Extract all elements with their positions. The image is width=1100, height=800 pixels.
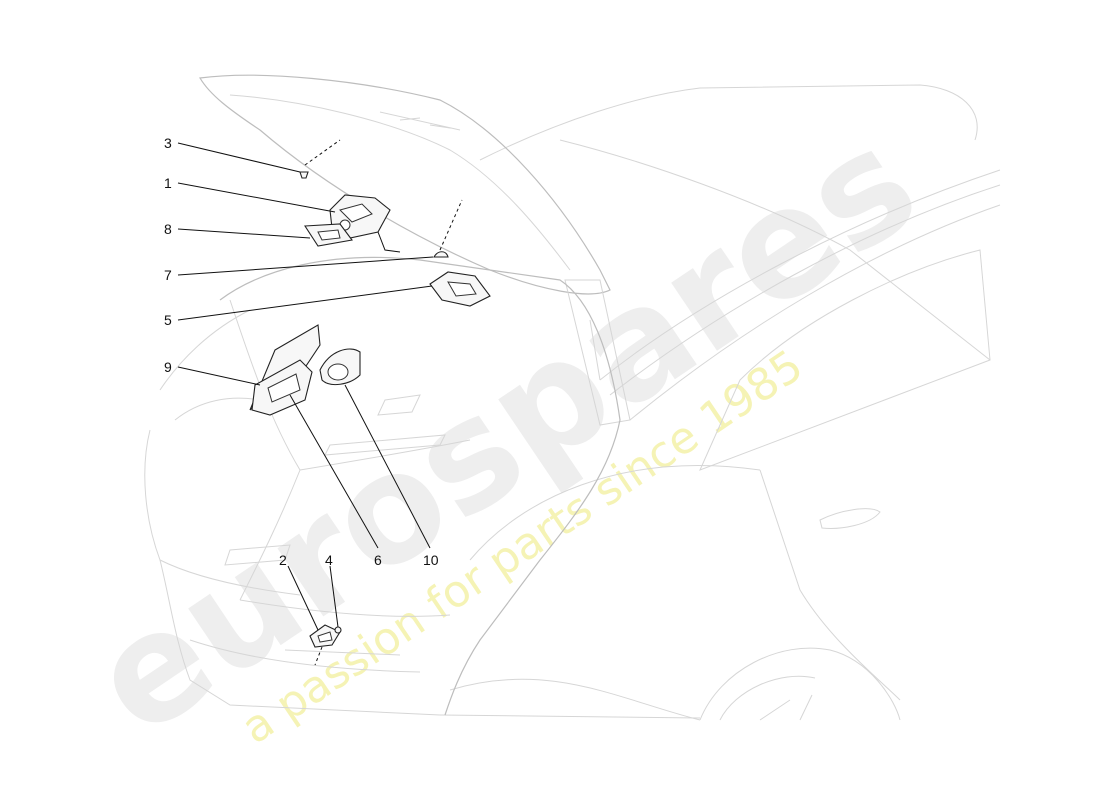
callout-7: 7	[164, 267, 172, 283]
watermark: eurospares a passion for parts since 198…	[63, 95, 947, 770]
callout-9: 9	[164, 359, 172, 375]
parts	[249, 139, 491, 666]
speaker-part	[319, 348, 361, 386]
callout-10: 10	[423, 552, 439, 568]
latch-actuator-part	[329, 194, 401, 253]
callout-3: 3	[164, 135, 172, 151]
callout-8: 8	[164, 221, 172, 237]
callout-labels: 3 1 8 7 5 9 6 10 2 4	[164, 135, 439, 568]
lock-mechanism-part	[429, 271, 491, 307]
callout-4: 4	[325, 552, 333, 568]
leader-lines	[177, 142, 434, 631]
bracket-part	[304, 223, 353, 247]
watermark-brand: eurospares	[63, 95, 947, 770]
callout-2: 2	[279, 552, 287, 568]
control-module-bracket-part	[249, 324, 321, 416]
vehicle-outline	[144, 74, 1001, 721]
screw-part	[299, 139, 341, 179]
callout-5: 5	[164, 312, 172, 328]
cap-part	[433, 199, 463, 258]
callout-1: 1	[164, 175, 172, 191]
callout-6: 6	[374, 552, 382, 568]
